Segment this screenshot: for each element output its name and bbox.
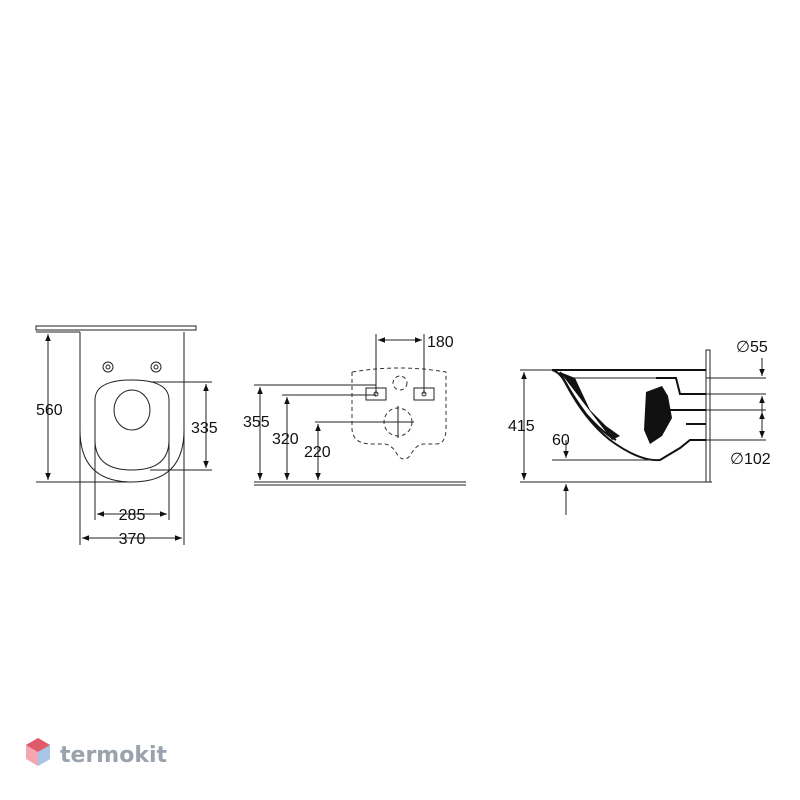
termokit-logo-icon: [26, 738, 50, 766]
side-siphon: [644, 386, 672, 444]
side-view: 415 60 ∅55 ∅102: [508, 339, 771, 515]
watermark-brand: termokit: [60, 743, 167, 768]
rear-outlet-height-label: 220: [304, 444, 331, 461]
front-outer-width-label: 370: [119, 531, 146, 548]
side-outlet-diameter-label: ∅102: [730, 451, 771, 468]
front-seat-outline: [94, 379, 170, 471]
front-bowl-outline: [79, 332, 185, 483]
rear-inlet: [392, 375, 408, 391]
front-seat-height-label: 335: [191, 420, 218, 437]
front-view: 560 335 285 370: [35, 325, 218, 548]
rear-bolt-height-label: 355: [243, 414, 270, 431]
side-offset-label: 60: [552, 432, 570, 449]
front-height-label: 560: [36, 402, 63, 419]
rear-inlet-height-label: 320: [272, 431, 299, 448]
side-wall: [705, 349, 711, 483]
front-inner-width-label: 285: [119, 507, 146, 524]
front-seat-opening: [113, 389, 151, 431]
hinge-bolt-left: [102, 361, 114, 373]
front-wall-plate: [35, 325, 197, 331]
rear-bolt-spacing-label: 180: [427, 334, 454, 351]
hinge-bolt-right: [150, 361, 162, 373]
side-inlet-diameter-label: ∅55: [736, 339, 768, 356]
watermark: termokit: [26, 738, 167, 768]
side-height-label: 415: [508, 418, 535, 435]
rear-bowl-outline: [351, 367, 447, 460]
rear-view: 180 355 320 220: [243, 334, 466, 486]
